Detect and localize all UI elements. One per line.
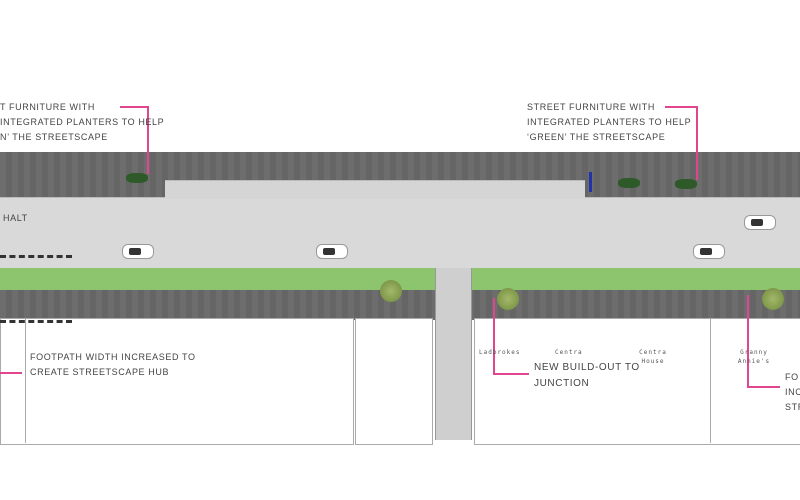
annotation-line: integrated planters to help: [0, 117, 165, 127]
callout-line: [493, 373, 529, 375]
shop-label-ladbrokes: Ladbrokes: [479, 349, 521, 356]
bus-stop-marking: [0, 255, 72, 258]
car: [122, 244, 154, 259]
annotation-line: t Furniture with: [0, 102, 95, 112]
annotation-line: junction: [534, 378, 590, 389]
planter-icon: [675, 179, 697, 189]
plot-divider: [25, 318, 26, 443]
halt-label: Halt: [3, 213, 28, 223]
road-lane-buildout: [165, 180, 585, 199]
building-plot-left: [0, 318, 354, 445]
tree-icon: [762, 288, 784, 310]
annotation-line: ‘green’ the streetscape: [527, 132, 666, 142]
tree-icon: [380, 280, 402, 302]
car: [693, 244, 725, 259]
tree-icon: [497, 288, 519, 310]
bus-stop-marking: [0, 320, 72, 323]
callout-line: [665, 106, 698, 108]
callout-line: [120, 106, 149, 108]
annotation-build-out: New build-out to junction: [534, 360, 640, 392]
annotation-line: Street Furniture with: [527, 102, 655, 112]
shop-label-granny-annies: Granny Annie's: [737, 349, 771, 365]
side-road: [435, 268, 472, 440]
callout-line: [493, 298, 495, 374]
annotation-footpath-left: Footpath width increased to create stree…: [30, 350, 196, 380]
annotation-line: inc: [785, 387, 800, 397]
building-plot-right: [474, 318, 800, 445]
plot-divider: [710, 318, 711, 443]
road: [0, 197, 800, 269]
car: [744, 215, 776, 230]
annotation-right-furniture: Street Furniture with integrated planter…: [527, 100, 691, 145]
annotation-line: New build-out to: [534, 362, 640, 373]
annotation-line: n’ the streetscape: [0, 132, 108, 142]
bollard: [589, 172, 592, 192]
planter-icon: [618, 178, 640, 188]
callout-line: [747, 295, 749, 388]
annotation-left-furniture: t Furniture with integrated planters to …: [0, 100, 164, 145]
car: [316, 244, 348, 259]
annotation-line: create streetscape hub: [30, 367, 170, 377]
shop-label-centra-house: Centra House: [639, 349, 667, 365]
callout-line: [0, 372, 22, 374]
annotation-line: Fo: [785, 372, 799, 382]
annotation-line: Footpath width increased to: [30, 352, 196, 362]
grass-verge: [0, 268, 800, 290]
annotation-line: str: [785, 402, 800, 412]
north-footpath: [0, 152, 800, 198]
shop-label-centra: Centra: [555, 349, 583, 356]
annotation-footpath-right: Fo inc str: [785, 370, 800, 415]
planter-icon: [126, 173, 148, 183]
annotation-line: integrated planters to help: [527, 117, 692, 127]
callout-line: [696, 106, 698, 180]
callout-line: [147, 106, 149, 174]
callout-line: [747, 386, 780, 388]
building-plot-mid: [355, 318, 433, 445]
